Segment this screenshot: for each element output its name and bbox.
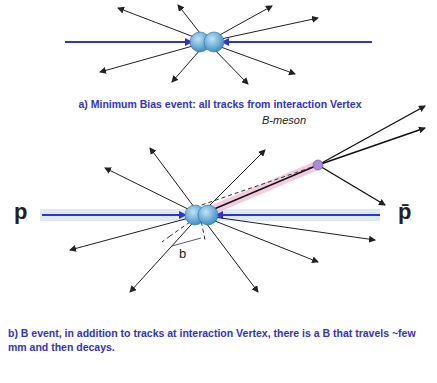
minimum-bias-event bbox=[65, 5, 372, 84]
panel-caption: b) B event, in addition to tracks at int… bbox=[8, 326, 428, 354]
b-event bbox=[40, 106, 425, 292]
panel-caption: a) Minimum Bias event: all tracks from i… bbox=[40, 97, 400, 111]
impact-parameter-label: b bbox=[178, 247, 187, 260]
beam-label: p̄ bbox=[398, 199, 411, 225]
particle-label: B-meson bbox=[262, 114, 306, 126]
beam-label: p bbox=[14, 199, 27, 225]
